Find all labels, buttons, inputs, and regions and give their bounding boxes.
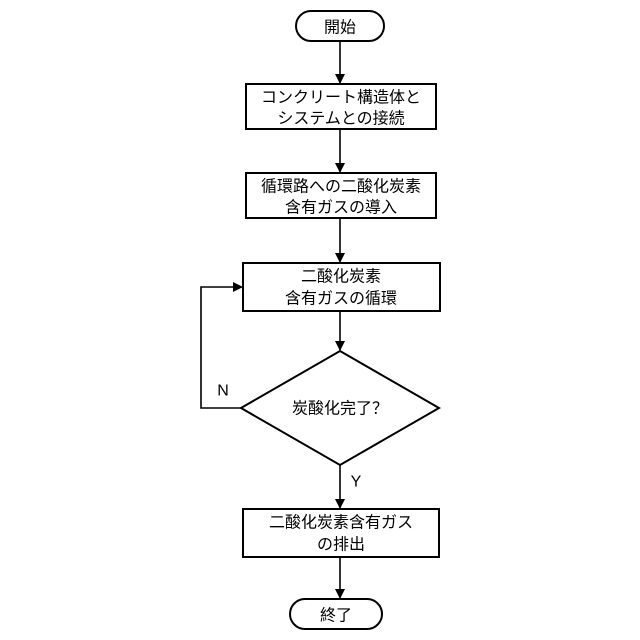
exhaust-gas-step: 二酸化炭素含有ガス の排出 <box>243 509 439 557</box>
circulate-gas-line2: 含有ガスの循環 <box>285 289 397 308</box>
introduce-gas-line1: 循環路への二酸化炭素 <box>261 177 421 196</box>
connect-system-step: コンクリート構造体と システムとの接続 <box>246 84 436 129</box>
start-node: 開始 <box>296 11 384 41</box>
connect-system-line2: システムとの接続 <box>277 109 404 128</box>
circulate-gas-step: 二酸化炭素 含有ガスの循環 <box>243 263 440 311</box>
circulate-gas-line1: 二酸化炭素 <box>301 267 381 286</box>
connect-system-line1: コンクリート構造体と <box>261 88 421 107</box>
end-node: 終了 <box>290 599 382 629</box>
end-label: 終了 <box>320 606 352 625</box>
no-branch-label: N <box>217 383 229 400</box>
introduce-gas-line2: 含有ガスの導入 <box>285 198 397 217</box>
exhaust-gas-line2: の排出 <box>317 535 365 554</box>
exhaust-gas-line1: 二酸化炭素含有ガス <box>269 513 413 532</box>
introduce-gas-step: 循環路への二酸化炭素 含有ガスの導入 <box>246 173 436 218</box>
carbonation-complete-decision: 炭酸化完了？ <box>241 351 439 465</box>
start-label: 開始 <box>324 18 356 37</box>
yes-branch-label: Y <box>351 474 362 491</box>
decision-label: 炭酸化完了？ <box>292 399 388 418</box>
